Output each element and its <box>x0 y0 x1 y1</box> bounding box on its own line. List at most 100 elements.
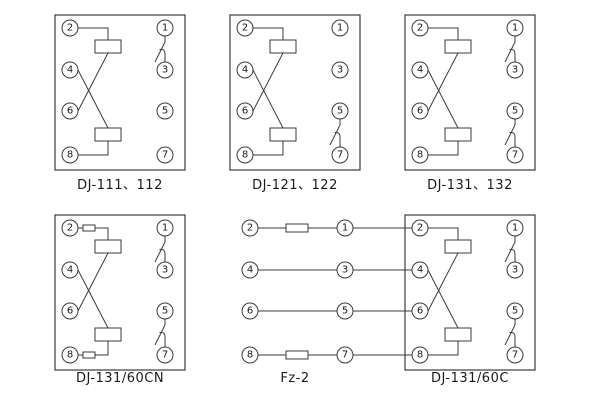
terminal-label: 2 <box>417 223 423 234</box>
terminal-label: 2 <box>242 23 248 34</box>
terminal-label: 8 <box>247 350 253 361</box>
terminal-circle <box>156 219 174 237</box>
terminal-label: 4 <box>247 265 253 276</box>
diagram-dj-111-112: 2 4 6 8 1 3 5 7 <box>54 14 186 171</box>
terminal-circle <box>156 19 174 37</box>
terminal-label: 1 <box>162 223 168 234</box>
terminal-circle <box>236 19 254 37</box>
contact-5-7 <box>154 319 166 347</box>
terminal-label: 7 <box>512 150 518 161</box>
terminals: 2 4 6 8 1 3 5 7 <box>411 19 524 164</box>
terminal-circle <box>61 261 79 279</box>
terminal-label: 2 <box>247 223 253 234</box>
terminal-circle <box>61 219 79 237</box>
terminal-label: 4 <box>417 265 423 276</box>
link-wires <box>258 223 337 360</box>
coil <box>444 39 472 54</box>
diagram-caption: DJ-111、112 <box>77 178 163 193</box>
terminal-circle <box>156 102 174 120</box>
terminal-label: 1 <box>512 223 518 234</box>
contact-5-7 <box>504 119 516 147</box>
terminal-label: 6 <box>247 306 253 317</box>
terminal-label: 6 <box>417 306 423 317</box>
terminal-label: 5 <box>342 306 348 317</box>
terminal-label: 1 <box>162 23 168 34</box>
terminal-circle <box>331 19 349 37</box>
terminal-circle <box>506 302 524 320</box>
diagram-dj-131-60cn: 2 4 6 8 1 3 5 7 <box>54 214 186 371</box>
diagram-caption: DJ-131/60C <box>431 371 509 386</box>
terminal-circle <box>411 219 429 237</box>
terminal-circle <box>506 219 524 237</box>
coil-circuit <box>77 27 122 156</box>
terminal-circle <box>61 146 79 164</box>
terminal-circle <box>411 61 429 79</box>
terminals: 2 4 6 8 1 3 5 7 <box>411 219 524 364</box>
terminals: 2 4 6 8 1 3 5 7 <box>61 19 174 164</box>
terminal-label: 6 <box>67 106 73 117</box>
terminal-label: 4 <box>67 265 73 276</box>
terminal-circle <box>241 302 259 320</box>
contact-1-3 <box>504 36 516 63</box>
coil <box>94 39 122 54</box>
coil <box>94 239 122 254</box>
terminal-label: 7 <box>162 150 168 161</box>
coil-circuit <box>427 227 472 356</box>
terminal-circle <box>156 61 174 79</box>
terminal-circle <box>336 302 354 320</box>
terminal-circle <box>241 261 259 279</box>
diagram-caption: DJ-131/60CN <box>75 371 165 386</box>
relay-outline <box>54 214 186 371</box>
terminal-label: 8 <box>242 150 248 161</box>
terminal-circle <box>61 302 79 320</box>
relay-outline <box>404 14 536 171</box>
coil-circuit <box>252 27 297 156</box>
output-connector-wires <box>353 227 412 356</box>
terminal-circle <box>61 19 79 37</box>
coil-circuit <box>427 27 472 156</box>
terminal-label: 7 <box>512 350 518 361</box>
terminal-circle <box>506 261 524 279</box>
terminal-circle <box>331 146 349 164</box>
relay-outline <box>229 14 361 171</box>
terminal-circle <box>241 346 259 364</box>
terminal-circle <box>61 346 79 364</box>
terminal-label: 8 <box>67 150 73 161</box>
terminal-label: 6 <box>67 306 73 317</box>
contact-1-3 <box>154 236 166 263</box>
terminal-circle <box>156 302 174 320</box>
diagram-caption: DJ-131、132 <box>427 178 513 193</box>
coil <box>269 39 297 54</box>
terminal-circle <box>236 102 254 120</box>
terminals: 2 4 6 8 1 3 5 7 <box>236 19 349 164</box>
terminal-circle <box>156 346 174 364</box>
diagram-caption: DJ-121、122 <box>252 178 338 193</box>
resistor <box>285 223 309 233</box>
terminal-circle <box>506 19 524 37</box>
terminal-circle <box>411 346 429 364</box>
coil-circuit <box>77 224 122 359</box>
contact-5-7 <box>329 119 341 147</box>
terminal-label: 3 <box>342 265 348 276</box>
terminal-circle <box>61 61 79 79</box>
terminal-circle <box>411 102 429 120</box>
coil <box>94 127 122 142</box>
terminal-circle <box>336 346 354 364</box>
terminal-label: 4 <box>417 65 423 76</box>
terminal-label: 8 <box>417 350 423 361</box>
terminal-label: 2 <box>67 23 73 34</box>
terminal-label: 4 <box>67 65 73 76</box>
terminal-label: 8 <box>67 350 73 361</box>
terminal-circle <box>506 346 524 364</box>
terminal-label: 3 <box>162 265 168 276</box>
contact-5-7 <box>504 319 516 347</box>
terminal-label: 5 <box>337 106 343 117</box>
terminal-label: 1 <box>512 23 518 34</box>
diagram-fz-2: 2 4 6 8 1 3 5 7 <box>241 219 412 364</box>
terminal-label: 4 <box>242 65 248 76</box>
terminal-label: 3 <box>512 265 518 276</box>
terminal-circle <box>331 61 349 79</box>
terminal-circle <box>411 302 429 320</box>
terminal-label: 2 <box>67 223 73 234</box>
terminal-circle <box>336 261 354 279</box>
